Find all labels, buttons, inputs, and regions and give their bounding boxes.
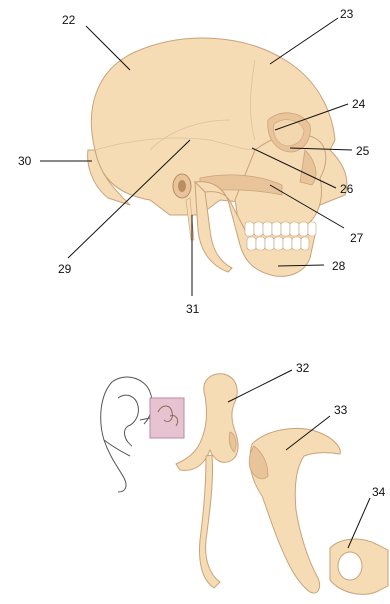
label-23: 23 [340,7,354,21]
label-22: 22 [62,13,76,27]
stapes-illustration [330,539,388,594]
incus-illustration [249,428,340,593]
lower-teeth [247,237,309,250]
label-30: 30 [18,154,32,168]
label-25: 25 [356,144,370,158]
label-24: 24 [352,97,366,111]
label-26: 26 [340,182,354,196]
label-34: 34 [372,485,386,499]
malleus-illustration [176,374,238,588]
label-32: 32 [296,361,310,375]
skull-illustration [88,38,347,276]
upper-teeth [245,222,316,236]
ear-inset-highlight [150,398,184,438]
label-29: 29 [58,262,72,276]
label-28: 28 [332,259,346,273]
ear-illustration [101,377,184,492]
label-33: 33 [334,403,348,417]
label-31: 31 [186,302,200,316]
label-27: 27 [350,231,364,245]
